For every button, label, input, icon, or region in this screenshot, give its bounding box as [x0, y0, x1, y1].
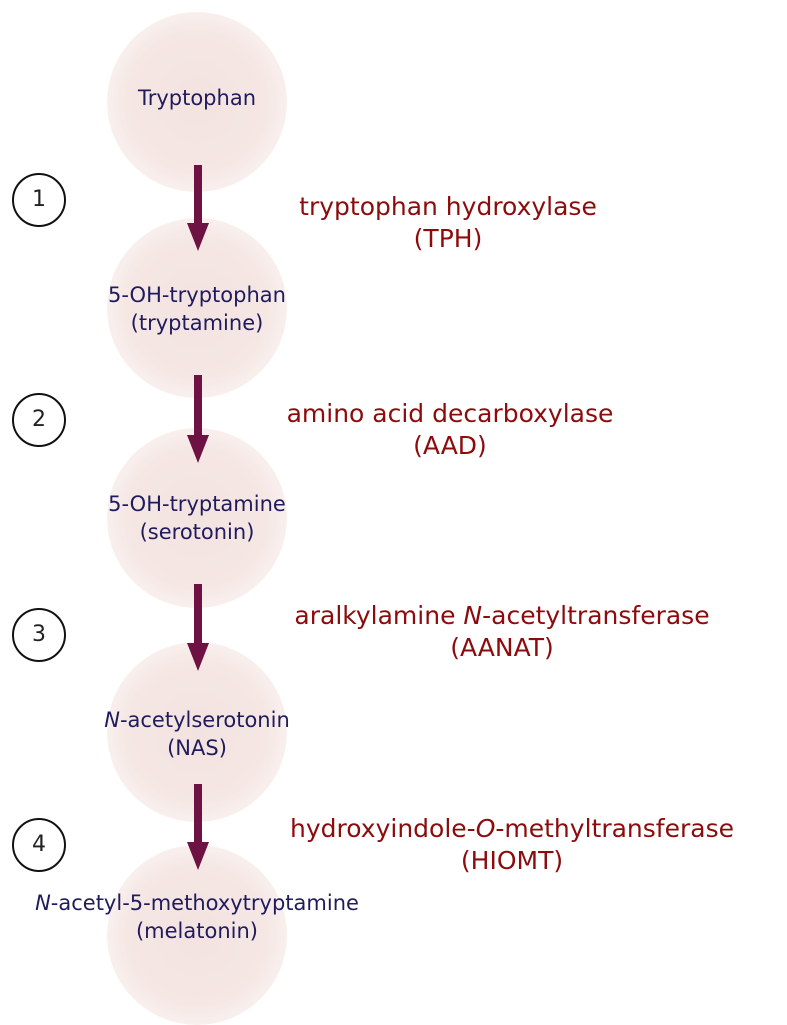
node-background: [107, 12, 287, 192]
enzyme-label-aad: amino acid decarboxylase (AAD): [170, 398, 730, 462]
enzyme-abbreviation: (AAD): [413, 431, 487, 460]
molecule-melatonin: N-acetyl-5-methoxytryptamine (melatonin): [0, 889, 397, 945]
italic-part: O: [475, 814, 496, 843]
step-number-badge: 1: [12, 173, 66, 227]
molecule-alias: (serotonin): [139, 520, 255, 544]
node-background: [107, 845, 287, 1025]
molecule-nas: N-acetylserotonin (NAS): [0, 706, 397, 762]
molecule-name: 5-OH-tryptophan: [108, 283, 286, 307]
enzyme-abbreviation: (AANAT): [450, 633, 554, 662]
molecule-alias: (melatonin): [135, 919, 258, 943]
molecule-alias: (tryptamine): [130, 311, 264, 335]
enzyme-name-rest: -acetyltransferase: [482, 601, 710, 630]
enzyme-label-aanat: aralkylamine N-acetyltransferase (AANAT): [222, 600, 782, 664]
enzyme-label-hiomt: hydroxyindole-O-methyltransferase (HIOMT…: [232, 813, 787, 877]
arrow-down-icon: [187, 784, 209, 870]
molecule-name: Tryptophan: [137, 86, 257, 110]
enzyme-name: tryptophan hydroxylase: [299, 192, 597, 221]
molecule-alias: (NAS): [167, 736, 227, 760]
enzyme-abbreviation: (TPH): [413, 224, 483, 253]
step-number-badge: 4: [12, 818, 66, 872]
arrow-down-icon: [187, 375, 209, 463]
enzyme-name-rest: -methyltransferase: [495, 814, 734, 843]
italic-prefix: N: [35, 891, 51, 915]
enzyme-abbreviation: (HIOMT): [460, 846, 564, 875]
italic-part: N: [463, 601, 483, 630]
arrow-down-icon: [187, 584, 209, 671]
molecule-name: -acetyl-5-methoxytryptamine: [50, 891, 359, 915]
arrow-down-icon: [187, 165, 209, 251]
molecule-serotonin: 5-OH-tryptamine (serotonin): [0, 490, 397, 546]
enzyme-name: aralkylamine: [294, 601, 464, 630]
enzyme-label-tph: tryptophan hydroxylase (TPH): [168, 191, 728, 255]
molecule-5-oh-tryptophan: 5-OH-tryptophan (tryptamine): [0, 281, 397, 337]
enzyme-name: hydroxyindole-: [290, 814, 476, 843]
step-number-badge: 3: [12, 608, 66, 662]
molecule-name: 5-OH-tryptamine: [108, 492, 286, 516]
molecule-name: -acetylserotonin: [119, 708, 290, 732]
enzyme-name: amino acid decarboxylase: [286, 399, 614, 428]
italic-prefix: N: [104, 708, 120, 732]
molecule-tryptophan: Tryptophan: [0, 84, 397, 112]
step-number-badge: 2: [12, 393, 66, 447]
